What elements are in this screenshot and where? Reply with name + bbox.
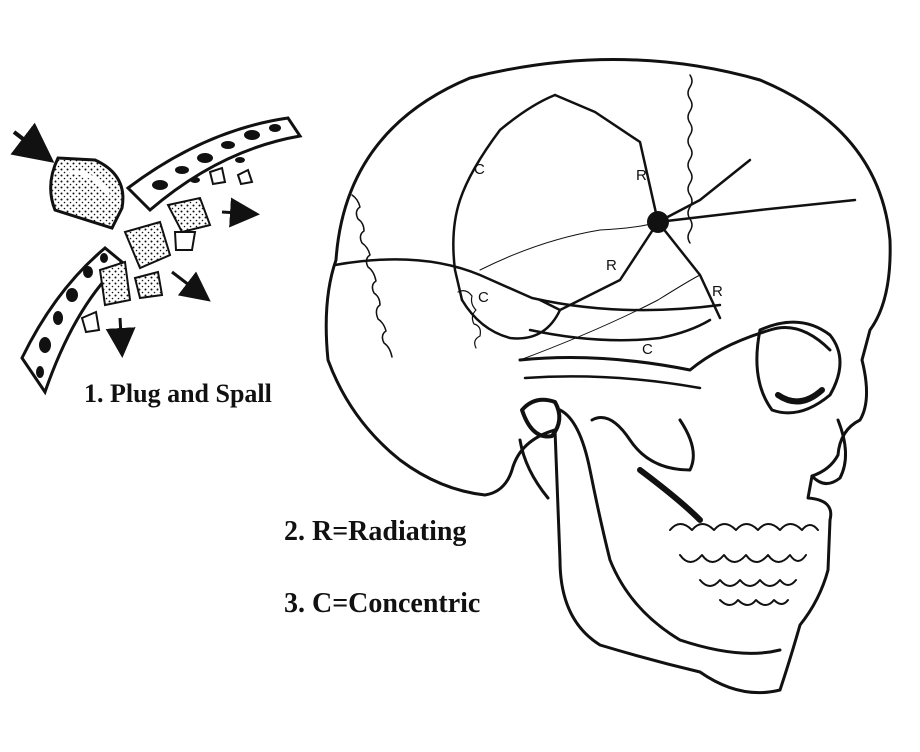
- coronal-suture: [687, 74, 693, 244]
- radiating-mark: R: [712, 283, 723, 300]
- mandible: [558, 408, 782, 655]
- nasal-aperture: [810, 418, 847, 485]
- concentric-mark: C: [474, 161, 485, 178]
- bone-porosity-lower: [36, 253, 108, 378]
- impact-arrow: [10, 122, 55, 163]
- radiating-mark: R: [636, 167, 647, 184]
- concentric-mark: C: [478, 289, 489, 306]
- caption-radiating: 2. R=Radiating: [284, 516, 466, 547]
- radiating-fractures: [553, 93, 857, 320]
- caption-concentric: 3. C=Concentric: [284, 588, 480, 619]
- skull-illustration: [324, 58, 892, 695]
- ear-canal: [520, 397, 562, 439]
- plug-and-spall-illustration: [10, 116, 303, 396]
- orbit-shadow: [775, 387, 825, 405]
- mandible-notch: [590, 416, 695, 472]
- entry-wound: [647, 211, 669, 233]
- bone-porosity-upper: [152, 124, 281, 190]
- temporal-line: [333, 258, 722, 312]
- spall-arrow-right: [221, 197, 260, 228]
- bullet: [49, 156, 125, 230]
- caption-plug-and-spall: 1. Plug and Spall: [84, 379, 272, 408]
- lambdoid-suture: [351, 194, 393, 358]
- bone-section-upper: [125, 116, 303, 213]
- teeth: [669, 523, 819, 606]
- orbit: [755, 320, 842, 415]
- mastoid-process: [518, 438, 550, 500]
- fine-fissures: [479, 221, 701, 361]
- concentric-mark: C: [642, 341, 653, 358]
- bone-fragments: [80, 166, 254, 334]
- squamosal-suture: [457, 290, 481, 349]
- concentric-fractures: [452, 93, 712, 342]
- spall-arrow-down-right: [171, 270, 211, 302]
- spall-arrow-down: [105, 317, 136, 358]
- skull-outline: [324, 58, 892, 695]
- fracture-labels: R R R C C C: [474, 161, 723, 358]
- zygomatic-arch: [518, 326, 832, 372]
- radiating-mark: R: [606, 257, 617, 274]
- zygomatic-arch-lower: [523, 375, 702, 390]
- coronoid-shadow: [637, 467, 703, 523]
